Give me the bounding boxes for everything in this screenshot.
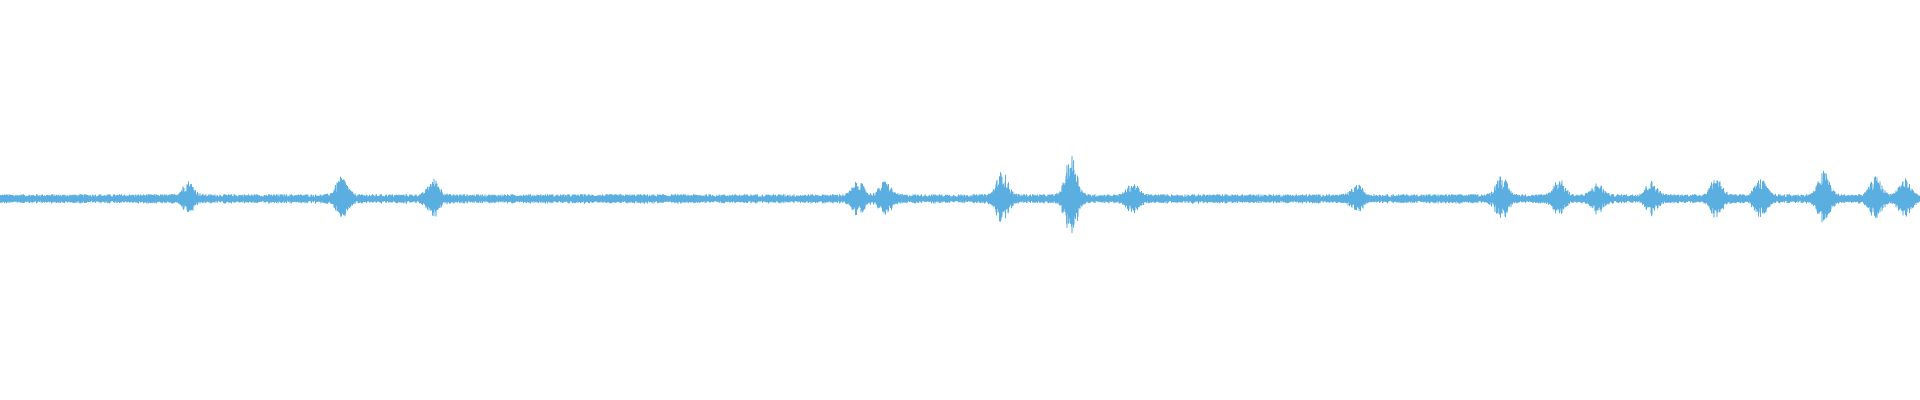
waveform-trace xyxy=(0,155,1920,234)
